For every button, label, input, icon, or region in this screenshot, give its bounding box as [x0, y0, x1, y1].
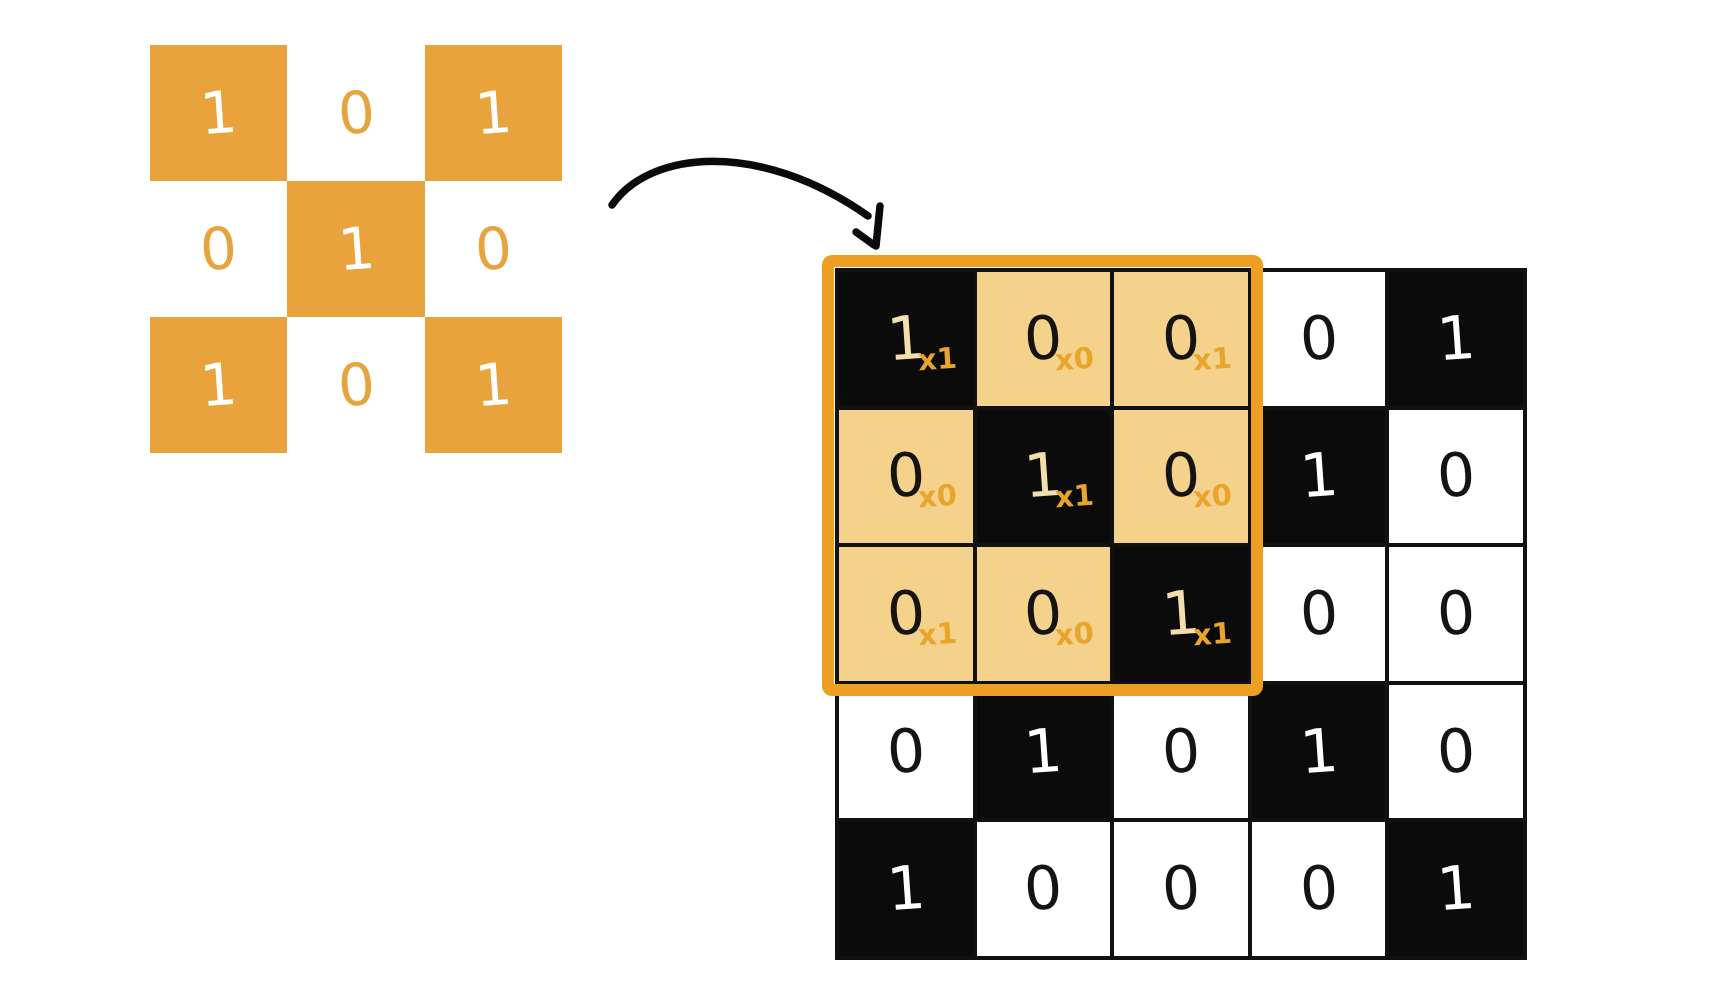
- kernel-multiplier-label: x0: [1054, 615, 1096, 653]
- input-cell-r4c1: 0: [974, 820, 1113, 958]
- kernel-cell-value: 1: [197, 77, 240, 149]
- input-cell-r0c4: 1: [1387, 270, 1525, 408]
- input-cell-value: 0: [1297, 302, 1341, 376]
- kernel-cell-r1c0: 0: [150, 181, 288, 317]
- kernel-multiplier-label: x1: [1054, 478, 1096, 515]
- kernel-multiplier-label: x0: [1191, 478, 1233, 515]
- input-cell-r4c4: 1: [1387, 820, 1525, 958]
- input-cell-value: 0: [1297, 852, 1341, 926]
- kernel-cell-r2c0: 1: [150, 317, 288, 453]
- input-cell-r0c3: 0: [1249, 270, 1388, 408]
- kernel-cell-value: 1: [335, 213, 377, 285]
- kernel-cell-r2c1: 0: [287, 317, 425, 453]
- input-cell-value: 1: [884, 852, 928, 926]
- input-cell-value: 0: [1434, 440, 1478, 513]
- kernel-cell-value: 1: [472, 349, 515, 421]
- input-cell-value: 0: [1159, 852, 1203, 926]
- input-cell-r3c2: 0: [1112, 682, 1250, 821]
- kernel-cell-value: 0: [335, 349, 377, 421]
- kernel-cell-r1c1: 1: [287, 181, 425, 317]
- input-cell-value: 0: [1159, 715, 1203, 788]
- input-cell-r2c3: 0: [1249, 545, 1388, 683]
- kernel-cell-r0c2: 1: [424, 45, 562, 181]
- kernel-cell-r0c0: 1: [150, 45, 288, 181]
- kernel-cell-r2c2: 1: [424, 317, 562, 453]
- kernel-multiplier-label: x1: [916, 615, 958, 653]
- input-cell-r3c0: 0: [837, 682, 975, 821]
- input-cell-r1c4: 0: [1387, 407, 1525, 546]
- input-cell-r3c1: 1: [974, 682, 1113, 821]
- kernel-multiplier-label: x1: [1191, 615, 1233, 653]
- kernel-multiplier-label: x1: [916, 340, 958, 378]
- input-cell-value: 0: [1021, 852, 1065, 926]
- kernel-cell-value: 0: [335, 77, 377, 149]
- input-cell-r3c4: 0: [1387, 682, 1525, 821]
- curved-arrow-icon: [608, 157, 884, 250]
- input-cell-r1c3: 1: [1249, 407, 1388, 546]
- kernel-multiplier-label: x0: [1054, 340, 1096, 378]
- input-cell-value: 0: [1297, 577, 1341, 651]
- kernel-cell-value: 1: [472, 77, 515, 149]
- kernel-cell-r0c1: 0: [287, 45, 425, 181]
- input-cell-value: 1: [1434, 852, 1478, 926]
- input-cell-r2c4: 0: [1387, 545, 1525, 683]
- input-cell-value: 1: [1434, 302, 1478, 376]
- kernel-multiplier-label: x0: [916, 478, 958, 515]
- input-cell-r3c3: 1: [1249, 682, 1388, 821]
- kernel-cell-value: 0: [472, 213, 515, 285]
- kernel-cell-value: 0: [197, 213, 240, 285]
- input-cell-r4c2: 0: [1112, 820, 1250, 958]
- input-cell-value: 1: [1297, 440, 1341, 513]
- input-cell-r4c3: 0: [1249, 820, 1388, 958]
- input-cell-r4c0: 1: [837, 820, 975, 958]
- input-cell-value: 1: [1297, 715, 1341, 788]
- input-cell-value: 0: [1434, 715, 1478, 788]
- input-cell-value: 0: [884, 715, 928, 788]
- kernel-cell-r1c2: 0: [424, 181, 562, 317]
- kernel-cell-value: 1: [197, 349, 240, 421]
- input-cell-value: 0: [1434, 577, 1478, 651]
- kernel-grid: 1 0 1 0 1 0 1 0 1: [150, 45, 562, 453]
- kernel-multiplier-label: x1: [1191, 340, 1233, 378]
- input-cell-value: 1: [1021, 715, 1065, 788]
